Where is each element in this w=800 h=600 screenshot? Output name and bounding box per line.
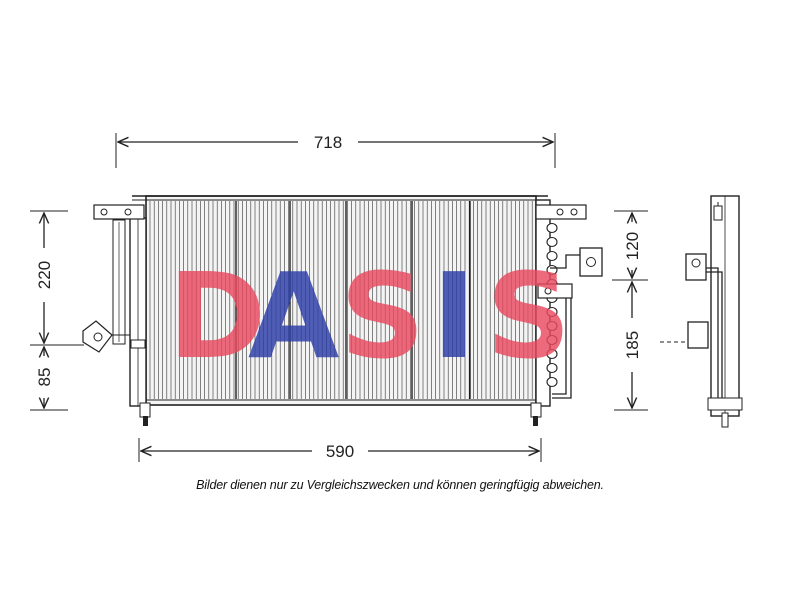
dimension-core-width: 590 (138, 438, 542, 462)
condenser-side-view (660, 195, 743, 428)
dimension-left-heights: 220 85 (30, 210, 84, 411)
coil-ring (546, 334, 558, 346)
coil-ring (546, 376, 558, 388)
watermark-letter-s2: S (486, 247, 567, 385)
coil-ring (546, 320, 558, 332)
condenser-fins (149, 201, 533, 399)
right-pipe-fitting-middle (537, 283, 573, 299)
watermark-letter-a: A (248, 247, 339, 385)
coil-ring (546, 222, 558, 234)
watermark-letter-i: I (432, 247, 472, 385)
coil-ring (546, 250, 558, 262)
right-header-tank (530, 199, 603, 426)
condenser-core (132, 195, 548, 406)
coil-ring (546, 348, 558, 360)
right-lower-height-label: 185 (623, 331, 642, 359)
right-upper-height-label: 120 (623, 232, 642, 260)
watermark-letter-s: S (340, 247, 421, 385)
watermark-letter-d: D (168, 247, 262, 385)
left-header-tank (82, 204, 151, 426)
side-view-fitting-lower (687, 321, 709, 349)
coil-ring (546, 362, 558, 374)
coil-ring (546, 236, 558, 248)
dimension-overall-width: 718 (115, 133, 556, 168)
left-upper-height-label: 220 (35, 261, 54, 289)
core-outline (145, 195, 537, 406)
core-width-label: 590 (326, 442, 354, 461)
dimension-right-heights: 120 185 (612, 210, 648, 411)
overall-width-label: 718 (314, 133, 342, 152)
left-lower-height-label: 85 (35, 368, 54, 387)
dasis-watermark: D A S I S (168, 247, 571, 385)
coil-ring (546, 306, 558, 318)
right-pipe-fitting-upper (579, 247, 603, 277)
disclaimer-caption: Bilder dienen nur zu Vergleichszwecken u… (196, 478, 604, 492)
